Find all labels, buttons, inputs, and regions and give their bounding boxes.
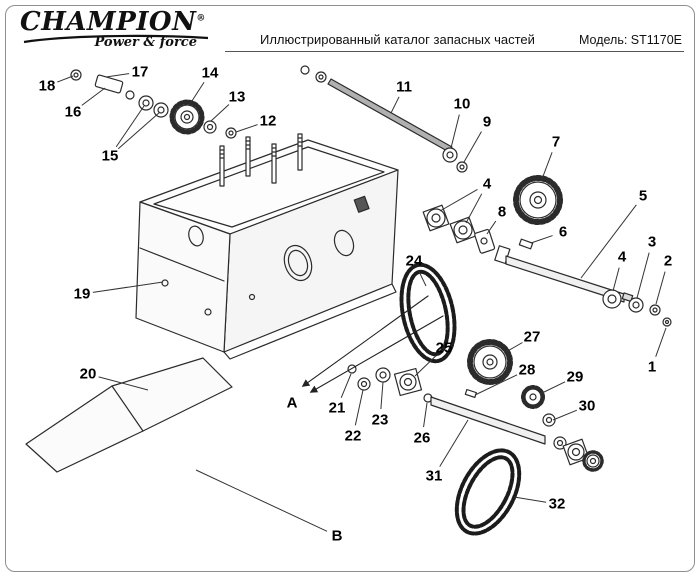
leader-line-4	[612, 267, 620, 292]
leader-line-B	[195, 469, 328, 532]
upper-left-shaft-parts	[70, 69, 237, 139]
leader-line-28	[474, 374, 518, 396]
leader-line-17	[105, 73, 130, 78]
part-callout-24: 24	[405, 252, 423, 270]
part-callout-19: 19	[73, 285, 91, 303]
leader-line-23	[380, 381, 384, 410]
part-callout-9: 9	[482, 113, 492, 131]
leader-line-10	[450, 114, 460, 149]
logo-swoosh	[23, 34, 209, 44]
leader-line-4	[465, 193, 483, 224]
part-callout-8: 8	[497, 203, 507, 221]
part-callout-2: 2	[663, 252, 673, 270]
leader-line-29	[539, 381, 566, 395]
registered-mark: ®	[196, 13, 206, 24]
leader-line-8	[486, 220, 497, 235]
part-callout-31: 31	[425, 467, 443, 485]
model-label: Модель: ST1170E	[578, 33, 682, 47]
leader-line-21	[340, 373, 352, 399]
part-callout-26: 26	[413, 429, 431, 447]
part-callout-A: A	[286, 394, 298, 412]
part-callout-15: 15	[101, 147, 119, 165]
leader-line-5	[580, 204, 637, 279]
leader-line-13	[210, 104, 230, 122]
leader-line-6	[530, 235, 553, 244]
part-callout-B: B	[331, 527, 343, 545]
part-callout-18: 18	[38, 77, 56, 95]
leader-line-2	[655, 271, 666, 305]
part-callout-32: 32	[548, 495, 566, 513]
mounting-studs	[219, 133, 303, 187]
part-callout-16: 16	[64, 103, 82, 121]
leader-line-16	[81, 87, 106, 106]
leader-line-24	[418, 270, 427, 287]
upper-right-drive-parts	[422, 175, 672, 327]
leader-line-9	[463, 131, 482, 163]
direction-arrows-a	[301, 295, 444, 393]
leader-line-12	[235, 124, 258, 133]
part-callout-13: 13	[228, 88, 246, 106]
chute-panel	[25, 357, 233, 473]
part-callout-4: 4	[617, 248, 627, 266]
leader-line-27	[505, 342, 523, 353]
part-callout-11: 11	[396, 78, 412, 96]
part-callout-23: 23	[371, 411, 389, 429]
part-callout-6: 6	[558, 223, 568, 241]
leader-line-11	[390, 96, 400, 114]
part-callout-14: 14	[201, 64, 219, 82]
leader-line-30	[552, 409, 578, 421]
part-callout-25: 25	[435, 339, 453, 357]
logo-wordmark: CHAMPION®	[20, 7, 206, 37]
part-callout-5: 5	[638, 187, 648, 205]
part-callout-1: 1	[647, 358, 657, 376]
leader-line-20	[98, 376, 149, 391]
part-callout-28: 28	[518, 361, 536, 379]
champion-logo: CHAMPION® Power & force	[20, 7, 225, 49]
leader-line-25	[414, 355, 437, 377]
logo-tagline: Power & force	[94, 35, 198, 50]
part-callout-29: 29	[566, 368, 584, 386]
leader-line-26	[423, 402, 428, 428]
part-callout-12: 12	[259, 112, 277, 130]
leader-line-32	[513, 496, 547, 503]
part-callout-10: 10	[453, 95, 471, 113]
part-callout-7: 7	[551, 133, 561, 151]
housing-body	[135, 139, 399, 360]
part-callout-3: 3	[647, 233, 657, 251]
drive-chain-32	[454, 448, 522, 536]
part-callout-30: 30	[578, 397, 596, 415]
lower-drive-parts	[347, 339, 604, 472]
part-callout-27: 27	[523, 328, 541, 346]
leader-line-1	[655, 327, 667, 357]
part-callout-21: 21	[328, 399, 346, 417]
leader-line-15	[115, 105, 145, 148]
rod-assembly	[300, 65, 468, 173]
header-right: Иллюстрированный каталог запасных частей…	[225, 7, 684, 52]
leader-line-14	[189, 81, 205, 105]
part-callout-20: 20	[79, 365, 97, 383]
leader-line-3	[636, 252, 650, 299]
header: CHAMPION® Power & force Иллюстрированный…	[20, 7, 684, 55]
part-callout-4: 4	[482, 175, 492, 193]
catalog-title: Иллюстрированный каталог запасных частей	[260, 32, 535, 47]
leader-line-7	[541, 152, 553, 180]
leader-line-4	[439, 189, 478, 212]
part-callout-17: 17	[131, 63, 149, 81]
leader-line-22	[354, 389, 364, 426]
part-callout-22: 22	[344, 427, 362, 445]
leader-line-19	[92, 281, 164, 293]
leader-line-18	[57, 75, 74, 83]
leader-line-31	[439, 419, 469, 467]
leader-line-15	[117, 111, 161, 150]
